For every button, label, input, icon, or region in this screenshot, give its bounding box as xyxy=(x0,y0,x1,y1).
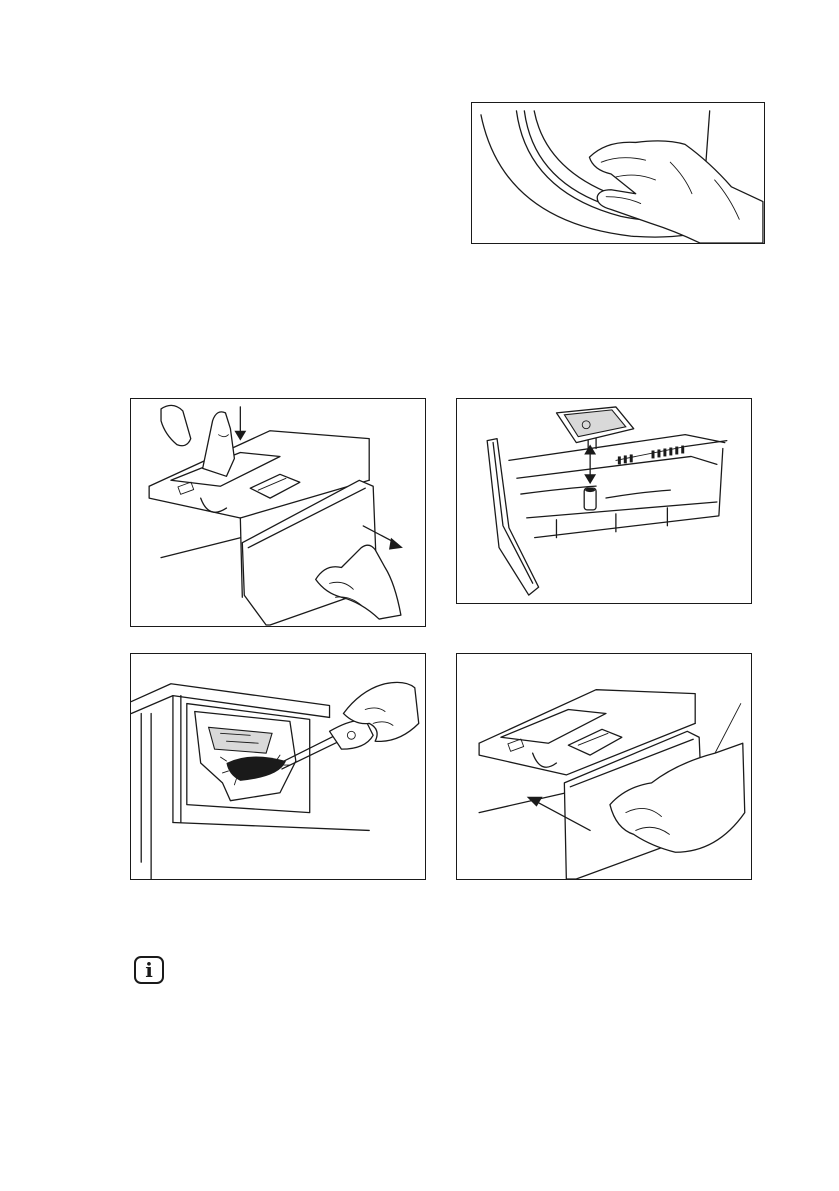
figure-insert-drawer xyxy=(456,653,752,880)
hand-cleaning-door-seal-illustration xyxy=(472,103,764,243)
push-drawer-back-illustration xyxy=(457,654,751,879)
information-icon: i xyxy=(134,956,164,984)
figure-remove-drawer xyxy=(130,398,426,627)
figure-door-seal xyxy=(471,102,765,244)
lift-siphon-insert-illustration xyxy=(457,399,751,603)
brush-cleaning-recess-illustration xyxy=(131,654,425,879)
figure-clean-drawer-recess xyxy=(130,653,426,880)
press-release-lever-pull-drawer-illustration xyxy=(131,399,425,626)
figure-remove-siphon-insert xyxy=(456,398,752,604)
